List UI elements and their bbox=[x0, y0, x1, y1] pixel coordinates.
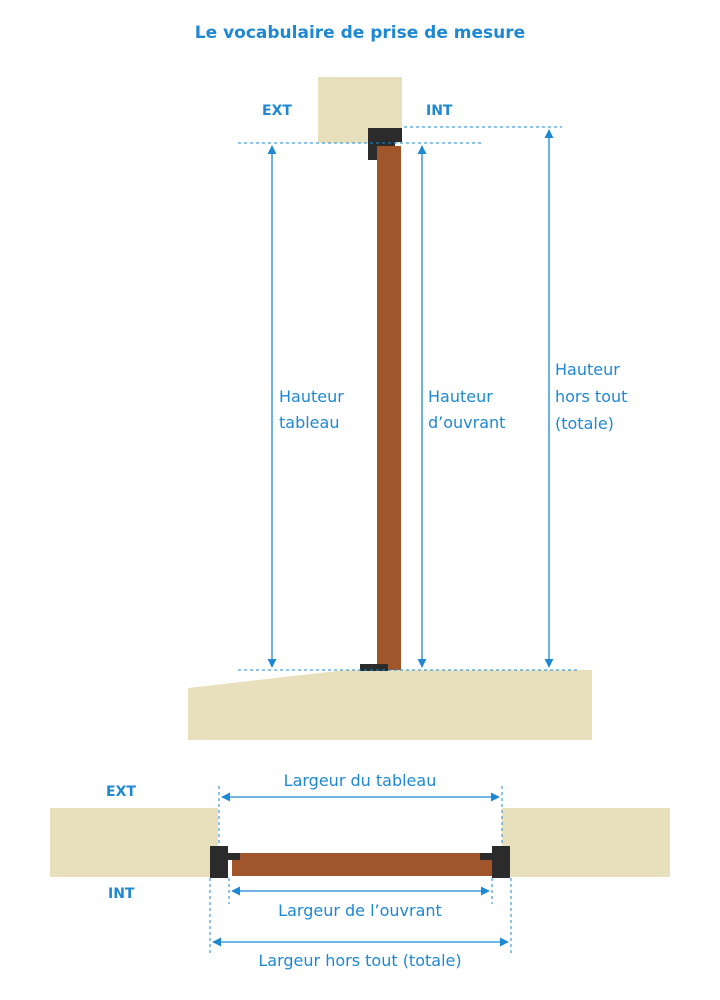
hauteur-hors-tout-label: Hauteur hors tout (totale) bbox=[555, 360, 633, 433]
largeur-tableau-label: Largeur du tableau bbox=[284, 771, 437, 790]
door-leaf bbox=[377, 146, 401, 670]
largeur-ouvrant-label: Largeur de l’ouvrant bbox=[278, 901, 442, 920]
bottom-frame-profile bbox=[360, 664, 388, 671]
plan-ext-label: EXT bbox=[106, 784, 136, 800]
hauteur-ouvrant-label: Hauteur d’ouvrant bbox=[428, 387, 505, 432]
right-frame-profile bbox=[480, 846, 510, 878]
left-frame-profile bbox=[210, 846, 240, 878]
left-wall bbox=[50, 808, 218, 877]
hauteur-tableau-label: Hauteur tableau bbox=[279, 387, 349, 432]
elevation-view: EXT INT Hauteur tableau Hauteur d’ouvran… bbox=[188, 77, 633, 740]
right-wall bbox=[502, 808, 670, 877]
int-label: INT bbox=[426, 103, 453, 119]
sill-wall bbox=[188, 670, 592, 740]
ext-label: EXT bbox=[262, 103, 292, 119]
plan-int-label: INT bbox=[108, 886, 135, 902]
largeur-hors-tout-label: Largeur hors tout (totale) bbox=[258, 951, 461, 970]
plan-view: EXT INT Largeur du tableau Largeur de l’… bbox=[50, 771, 670, 970]
top-frame-profile bbox=[368, 128, 402, 160]
door-leaf-plan bbox=[232, 853, 494, 876]
page-title: Le vocabulaire de prise de mesure bbox=[195, 23, 525, 43]
